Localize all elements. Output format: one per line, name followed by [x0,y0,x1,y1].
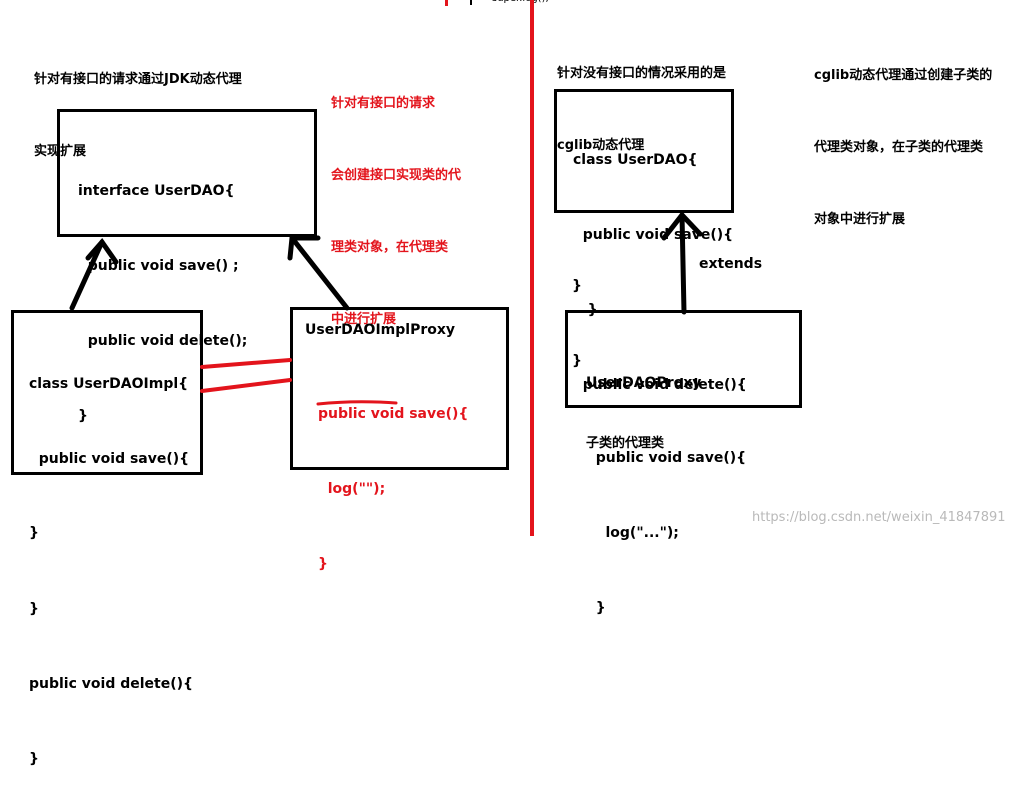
userdao-class-box [554,89,734,213]
stray-brace: } [29,525,39,541]
userdaoimplproxy-red-code: public void save(){ log(""); } [318,406,469,572]
impl-proxy-red-connectors [200,358,292,393]
top-edge-mark-1 [445,0,448,6]
interface-userdao-code: interface UserDAO{ public void save() ; … [78,183,248,424]
userdao-class-trailing-braces: } } [572,278,582,369]
center-divider [530,0,534,536]
jdk-proxy-caption: 针对有接口的请求通过JDK动态代理 实现扩展 [34,72,242,159]
userdaoimplproxy-box [290,307,509,470]
proxy-to-interface-arrow [287,235,350,311]
diagram-connectors [69,211,703,406]
interface-userdao-box [57,109,317,237]
top-code-snippet: super.log(); [492,0,549,11]
cglib-explain-caption: cglib动态代理通过创建子类的 代理类对象，在子类的代理类 对象中进行扩展 [814,68,993,227]
userdaoimplproxy-title: UserDAOImplProxy [305,322,456,338]
userdao-class-code: class UserDAO{ public void save(){ } pub… [573,152,747,393]
top-edge-mark-2 [470,0,472,5]
extends-arrow [661,211,703,315]
watermark: https://blog.csdn.net/weixin_41847891 [752,510,1006,525]
cglib-caption: 针对没有接口的情况采用的是 cglib动态代理 [557,66,727,153]
log-red-underline [316,400,398,406]
subclass-proxy-label: 子类的代理类 [586,436,665,451]
impl-to-interface-arrow [69,237,119,311]
extends-label: extends [699,256,763,272]
jdk-proxy-red-note: 针对有接口的请求 会创建接口实现类的代 理类对象，在代理类 中进行扩展 [331,96,462,327]
